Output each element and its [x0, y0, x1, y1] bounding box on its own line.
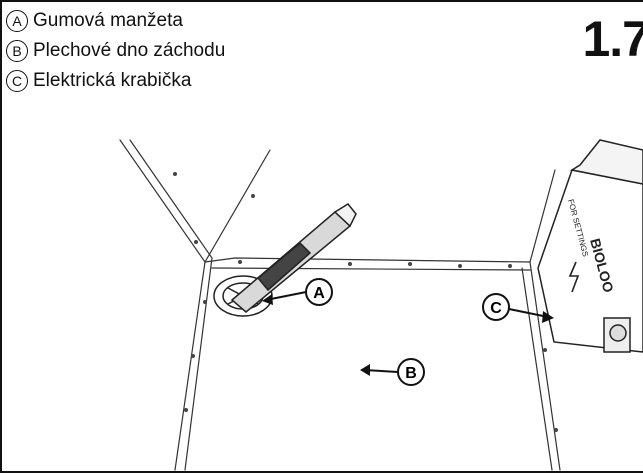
back-floor-edge-2: [211, 267, 531, 271]
lightning-icon: [568, 261, 580, 293]
legend-label-b: Plechové dno záchodu: [33, 40, 226, 61]
legend-item-b: B Plechové dno záchodu: [6, 36, 225, 66]
callout-a-label: A: [313, 285, 325, 302]
legend-label-c: Elektrická krabička: [33, 70, 192, 91]
callout-b: B: [360, 358, 425, 386]
legend-item-a: A Gumová manžeta: [6, 6, 225, 36]
left-wall-edge-inner: [129, 139, 213, 471]
legend-label-a: Gumová manžeta: [33, 10, 183, 31]
right-wall-edge: [529, 261, 561, 471]
callout-c-label: C: [490, 300, 502, 317]
right-upper-edge: [529, 169, 556, 263]
legend: A Gumová manžeta B Plechové dno záchodu …: [6, 6, 225, 96]
rivets: [173, 172, 558, 432]
callout-a: A: [262, 278, 333, 306]
legend-badge-b: B: [6, 40, 28, 62]
back-floor-edge: [204, 257, 531, 263]
electric-box: [537, 139, 643, 353]
legend-item-c: C Elektrická krabička: [6, 66, 225, 96]
utility-knife: [230, 203, 357, 313]
callout-c: C: [482, 293, 554, 323]
right-wall-edge-2: [521, 267, 553, 471]
legend-badge-a: A: [6, 10, 28, 32]
callout-b-label: B: [405, 365, 417, 382]
legend-badge-c: C: [6, 70, 28, 92]
left-wall-edge: [119, 139, 206, 471]
step-number: 1.7: [582, 11, 643, 67]
left-upper-line: [204, 149, 271, 263]
